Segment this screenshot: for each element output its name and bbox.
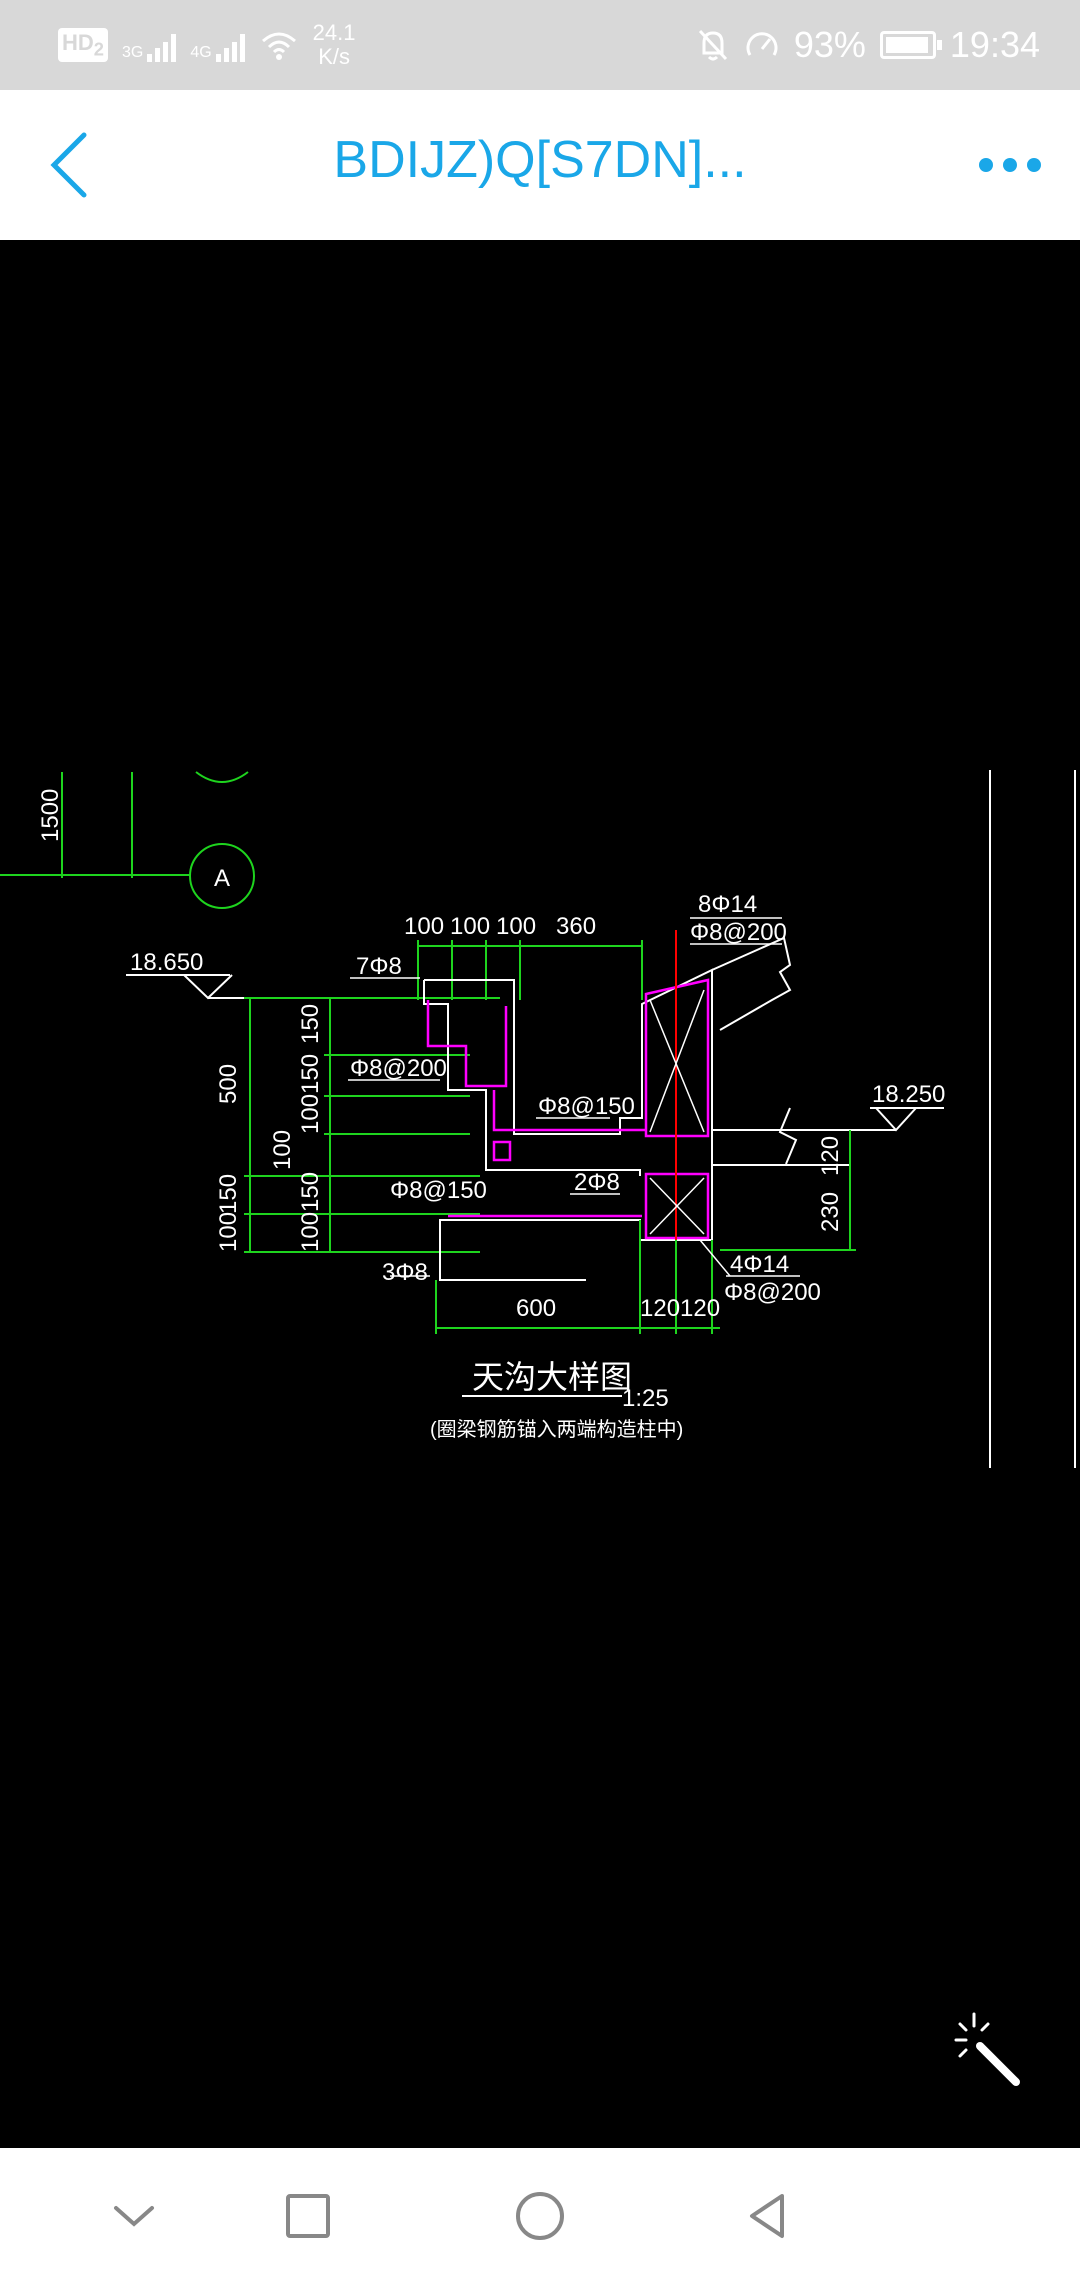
dim-left-100: 100 xyxy=(215,1212,242,1252)
drawing-caption: 天沟大样图 xyxy=(472,1359,632,1395)
dim-bottom-120a: 120 xyxy=(640,1295,680,1322)
dim-bottom-600: 600 xyxy=(516,1295,556,1322)
elevation-right-label: 18.250 xyxy=(872,1081,945,1108)
dim-inner-2: 150 xyxy=(297,1054,324,1094)
grid-axis-label: A xyxy=(214,865,230,892)
status-bar: HD2 3G 4G 24.1 K/s 93% xyxy=(0,0,1080,90)
drawing-scale: 1:25 xyxy=(622,1385,669,1412)
back-nav-button[interactable] xyxy=(736,2184,800,2248)
recent-apps-button[interactable] xyxy=(276,2184,340,2248)
drawing-viewer[interactable]: A 1500 18.650 18.250 xyxy=(0,240,1080,2148)
hd-badge: HD2 xyxy=(58,27,108,63)
elevation-marker-left xyxy=(126,974,300,1000)
dim-left-150: 150 xyxy=(215,1174,242,1214)
network-4g-indicator: 4G xyxy=(190,28,245,62)
more-options-button[interactable] xyxy=(970,140,1050,190)
dim-inner-3: 100 xyxy=(297,1094,324,1134)
label-stirrup-150b: Φ8@150 xyxy=(390,1177,487,1204)
label-rebar-top: 8Φ14 xyxy=(698,891,757,918)
rebar-lines xyxy=(426,978,710,1240)
label-3-bars: 3Φ8 xyxy=(382,1259,428,1286)
navigation-bar xyxy=(0,2148,1080,2280)
sparkle-icon xyxy=(954,2012,990,2058)
dim-inner-4: 100 xyxy=(269,1130,296,1170)
gutter-section-outline xyxy=(423,936,850,1281)
elevation-marker-right xyxy=(720,1107,944,1132)
dot-icon xyxy=(979,158,993,172)
dim-right-120: 120 xyxy=(817,1136,844,1176)
label-stirrup-150a: Φ8@150 xyxy=(538,1093,635,1120)
network-speed: 24.1 K/s xyxy=(312,20,356,69)
signal-icon xyxy=(147,28,177,62)
label-7-bars: 7Φ8 xyxy=(356,953,402,980)
battery-icon xyxy=(879,31,942,59)
dimension-chain-right xyxy=(720,1130,856,1251)
collapse-button[interactable] xyxy=(102,2184,166,2248)
cad-drawing[interactable]: A 1500 18.650 18.250 xyxy=(0,240,1080,2148)
dim-inner-6: 100 xyxy=(297,1212,324,1252)
drawing-note: (圈梁钢筋锚入两端构造柱中) xyxy=(430,1418,683,1441)
dim-top-1: 100 xyxy=(404,913,444,940)
dim-left-500: 500 xyxy=(215,1064,242,1104)
app-bar: BDIJZ)Q[S7DN]... xyxy=(0,90,1080,240)
dot-icon xyxy=(1003,158,1017,172)
dim-right-230: 230 xyxy=(817,1192,844,1232)
label-2-bars: 2Φ8 xyxy=(574,1169,620,1196)
clock: 19:34 xyxy=(949,24,1040,65)
leader-lines xyxy=(348,917,800,1277)
status-left: HD2 3G 4G 24.1 K/s xyxy=(58,0,356,90)
dimension-1500: 1500 xyxy=(37,789,64,842)
dim-top-4: 360 xyxy=(556,913,596,940)
column-cross-hatch xyxy=(649,989,705,1235)
label-stirrup-bottom: Φ8@200 xyxy=(724,1279,821,1306)
dimension-chain-left xyxy=(244,997,500,1253)
back-button[interactable] xyxy=(38,125,118,205)
network-3g-indicator: 3G xyxy=(122,28,177,62)
battery-percent: 93% xyxy=(793,24,866,65)
grid-lines xyxy=(0,771,255,909)
home-button[interactable] xyxy=(508,2184,572,2248)
dim-inner-1: 150 xyxy=(297,1004,324,1044)
status-right: 93% 19:34 xyxy=(696,0,1040,90)
dot-icon xyxy=(1027,158,1041,172)
dim-bottom-120b: 120 xyxy=(680,1295,720,1322)
elevation-left-label: 18.650 xyxy=(130,949,203,976)
dim-top-2: 100 xyxy=(450,913,490,940)
speedometer-icon xyxy=(746,32,778,56)
dimension-chain-bottom xyxy=(435,1220,720,1334)
dimension-chain-top xyxy=(417,940,643,1000)
magic-wand-button[interactable] xyxy=(950,2010,1030,2090)
signal-icon xyxy=(215,28,245,62)
label-rebar-bottom: 4Φ14 xyxy=(730,1251,789,1278)
label-stirrup-200: Φ8@200 xyxy=(350,1055,447,1082)
page-title: BDIJZ)Q[S7DN]... xyxy=(333,131,747,189)
label-stirrup-top: Φ8@200 xyxy=(690,919,787,946)
dim-top-3: 100 xyxy=(496,913,536,940)
dim-inner-5: 150 xyxy=(297,1172,324,1212)
wifi-icon xyxy=(261,32,296,60)
mute-bell-icon xyxy=(698,29,727,61)
